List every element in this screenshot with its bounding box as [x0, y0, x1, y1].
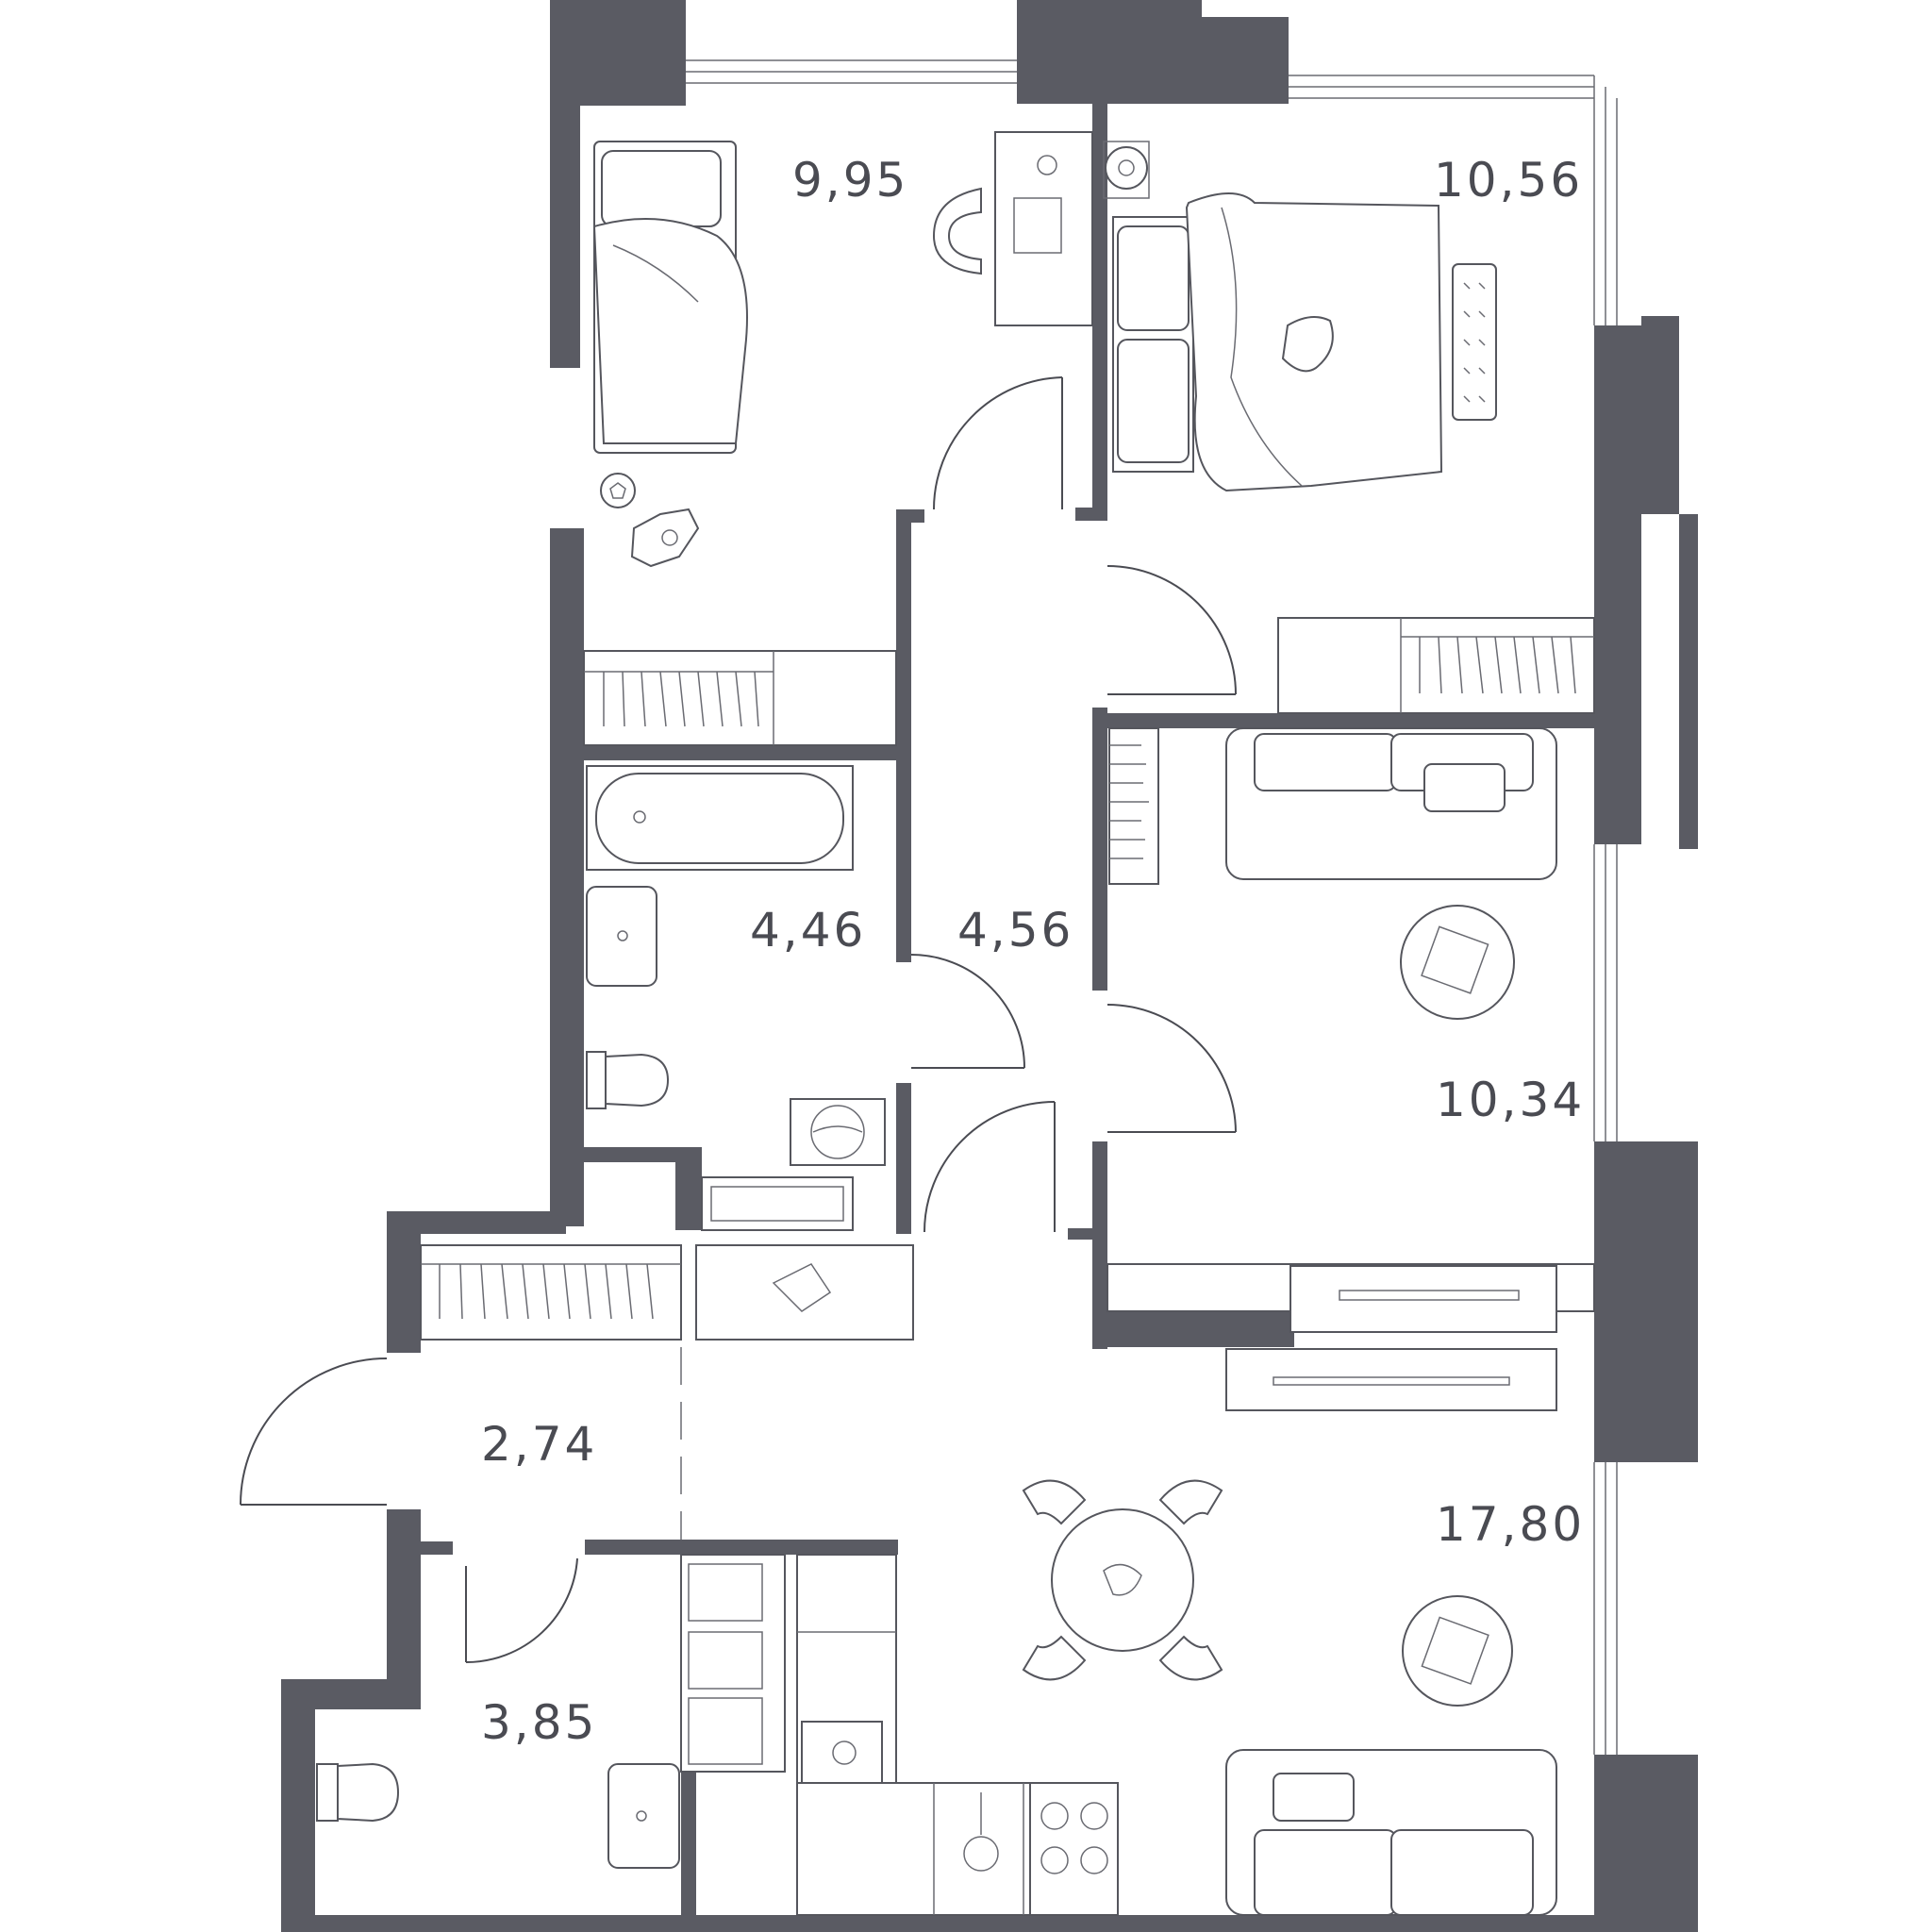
- sofa-icon: [1225, 727, 1557, 880]
- tv-icon: [1225, 1348, 1557, 1411]
- bench-icon: [1452, 263, 1497, 421]
- area-label-bedroom-right: 10,56: [1434, 153, 1583, 208]
- stove-icon: [1029, 1782, 1119, 1916]
- walls: [281, 0, 1698, 1932]
- sofa-icon: [1225, 1749, 1557, 1916]
- chair-icon: [932, 187, 982, 275]
- area-label-bathroom: 4,46: [750, 903, 866, 958]
- sink-icon: [607, 1763, 680, 1869]
- football-icon: [600, 473, 636, 508]
- washing-machine-icon: [790, 1098, 886, 1166]
- area-label-kitchen-living: 17,80: [1436, 1497, 1585, 1552]
- shoe-cabinet-icon: [695, 1244, 914, 1341]
- kitchen-sink-icon: [801, 1721, 883, 1784]
- area-label-toilet: 3,85: [481, 1695, 597, 1750]
- doors: [240, 376, 1237, 1664]
- desk-icon: [994, 131, 1093, 326]
- toys-icon: [630, 508, 700, 568]
- bathtub-icon: [586, 765, 854, 871]
- dining-chairs-icon: [1022, 1479, 1223, 1681]
- area-label-bedroom-left: 9,95: [792, 153, 908, 208]
- area-label-entrance: 2,74: [481, 1417, 597, 1472]
- coffee-table-icon: [1400, 905, 1515, 1020]
- wardrobe-icon: [420, 1244, 682, 1341]
- dining-table-icon: [1051, 1508, 1194, 1652]
- area-label-living-room: 10,34: [1436, 1073, 1585, 1127]
- wardrobe-icon: [1277, 617, 1595, 714]
- area-labels: 9,95 10,56 4,46 4,56 10,34 2,74 17,80 3,…: [481, 153, 1585, 1750]
- pet-dog-icon: [1281, 316, 1334, 373]
- sink-icon: [586, 886, 657, 987]
- single-bed-icon: [592, 141, 748, 454]
- toilet-icon: [586, 1051, 670, 1109]
- cabinet-icon: [701, 1176, 854, 1231]
- fan-icon: [1103, 141, 1150, 199]
- tv-stand-icon: [1106, 1263, 1595, 1333]
- wardrobe-icon: [583, 650, 897, 746]
- area-label-hallway: 4,56: [957, 903, 1073, 958]
- oven-icon: [963, 1792, 999, 1872]
- toilet-icon: [316, 1762, 400, 1823]
- coffee-table-icon: [1402, 1595, 1513, 1707]
- bookshelf-icon: [1108, 727, 1159, 885]
- double-bed-icon: [1112, 192, 1443, 492]
- windows: [686, 59, 1618, 1755]
